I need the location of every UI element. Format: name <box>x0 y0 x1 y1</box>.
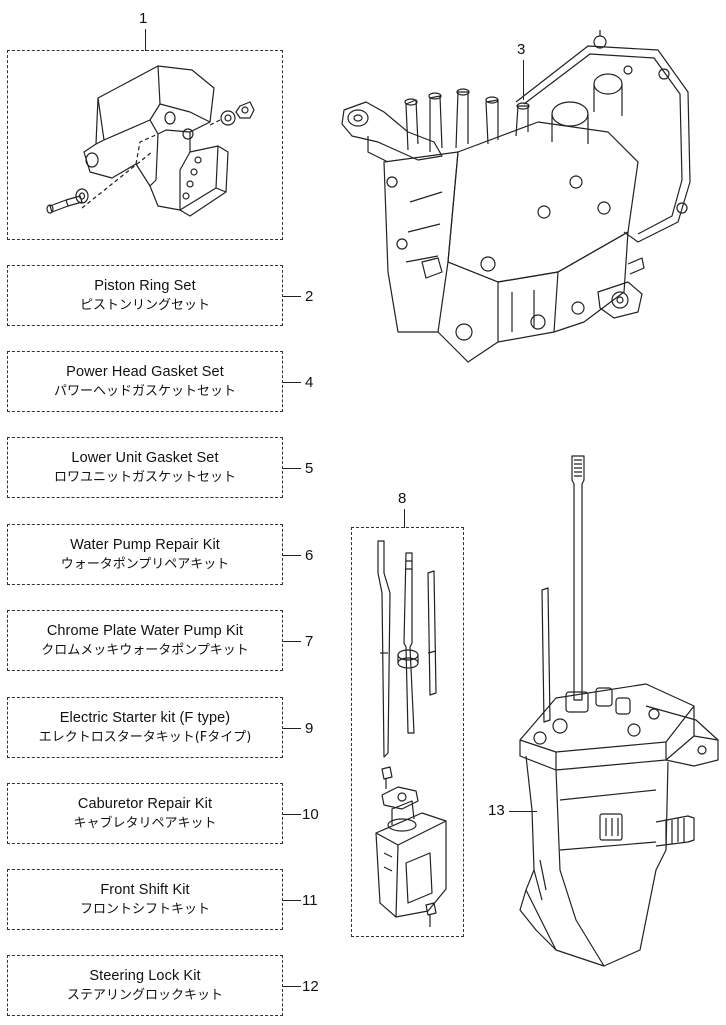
kit-box-chrome-plate-water-pump-kit: Chrome Plate Water Pump Kit クロムメッキウォータポン… <box>7 610 283 671</box>
callout-line-1 <box>145 29 146 51</box>
kit-name-en: Water Pump Repair Kit <box>70 537 220 553</box>
callout-number-12: 12 <box>302 978 319 995</box>
callout-number-7: 7 <box>305 633 314 650</box>
kit-name-en: Power Head Gasket Set <box>66 364 224 380</box>
callout-line-8 <box>404 509 405 528</box>
kit-box-water-pump-repair-kit: Water Pump Repair Kit ウォータポンプリペアキット <box>7 524 283 585</box>
kit-name-ja: ロワユニットガスケットセット <box>53 470 236 485</box>
kit-name-ja: パワーヘッドガスケットセット <box>53 384 236 399</box>
shift-rod-kit-illustration <box>356 533 460 933</box>
cylinder-block-illustration <box>338 32 710 367</box>
leader-line-6 <box>283 555 301 556</box>
kit-box-steering-lock-kit: Steering Lock Kit ステアリングロックキット <box>7 955 283 1016</box>
callout-line-3 <box>523 60 524 100</box>
kit-name-ja: キャブレタリペアキット <box>73 816 217 831</box>
callout-number-11: 11 <box>302 892 318 909</box>
bracket-kit-illustration <box>40 60 270 230</box>
callout-number-10: 10 <box>302 806 319 823</box>
kit-name-en: Caburetor Repair Kit <box>77 796 213 812</box>
lower-unit-illustration <box>516 450 720 970</box>
callout-line-13 <box>509 811 537 812</box>
kit-name-ja: ウォータポンプリペアキット <box>60 557 230 572</box>
kit-name-ja: フロントシフトキット <box>79 902 210 917</box>
bracket-kit-box <box>7 50 283 240</box>
leader-line-7 <box>283 641 301 642</box>
leader-line-9 <box>283 728 301 729</box>
kit-name-en: Chrome Plate Water Pump Kit <box>46 623 244 639</box>
kit-name-en: Piston Ring Set <box>94 278 196 294</box>
leader-line-11 <box>283 900 301 901</box>
callout-number-3: 3 <box>517 41 526 58</box>
callout-number-13: 13 <box>488 802 505 819</box>
kit-box-power-head-gasket-set: Power Head Gasket Set パワーヘッドガスケットセット <box>7 351 283 412</box>
callout-number-9: 9 <box>305 720 314 737</box>
kit-name-en: Front Shift Kit <box>100 882 190 898</box>
kit-box-lower-unit-gasket-set: Lower Unit Gasket Set ロワユニットガスケットセット <box>7 437 283 498</box>
kit-name-ja: クロムメッキウォータポンプキット <box>41 643 249 658</box>
callout-number-4: 4 <box>305 374 314 391</box>
kit-name-ja: エレクトロスタータキット(Fタイプ) <box>38 730 252 745</box>
kit-name-en: Electric Starter kit (F type) <box>59 710 231 726</box>
callout-number-5: 5 <box>305 460 314 477</box>
kit-box-front-shift-kit: Front Shift Kit フロントシフトキット <box>7 869 283 930</box>
callout-number-2: 2 <box>305 288 314 305</box>
kit-name-ja: ステアリングロックキット <box>66 988 223 1003</box>
kit-name-ja: ピストンリングセット <box>79 298 210 313</box>
kit-name-en: Steering Lock Kit <box>89 968 201 984</box>
leader-line-10 <box>283 814 301 815</box>
callout-number-8: 8 <box>398 490 407 507</box>
leader-line-2 <box>283 296 301 297</box>
callout-number-1: 1 <box>139 10 148 27</box>
kit-name-en: Lower Unit Gasket Set <box>71 450 219 466</box>
leader-line-5 <box>283 468 301 469</box>
kit-box-caburetor-repair-kit: Caburetor Repair Kit キャブレタリペアキット <box>7 783 283 844</box>
kit-box-electric-starter-kit: Electric Starter kit (F type) エレクトロスタータキ… <box>7 697 283 758</box>
shift-rod-kit-box <box>351 527 464 937</box>
callout-number-6: 6 <box>305 547 314 564</box>
leader-line-4 <box>283 382 301 383</box>
kit-box-piston-ring-set: Piston Ring Set ピストンリングセット <box>7 265 283 326</box>
leader-line-12 <box>283 986 301 987</box>
